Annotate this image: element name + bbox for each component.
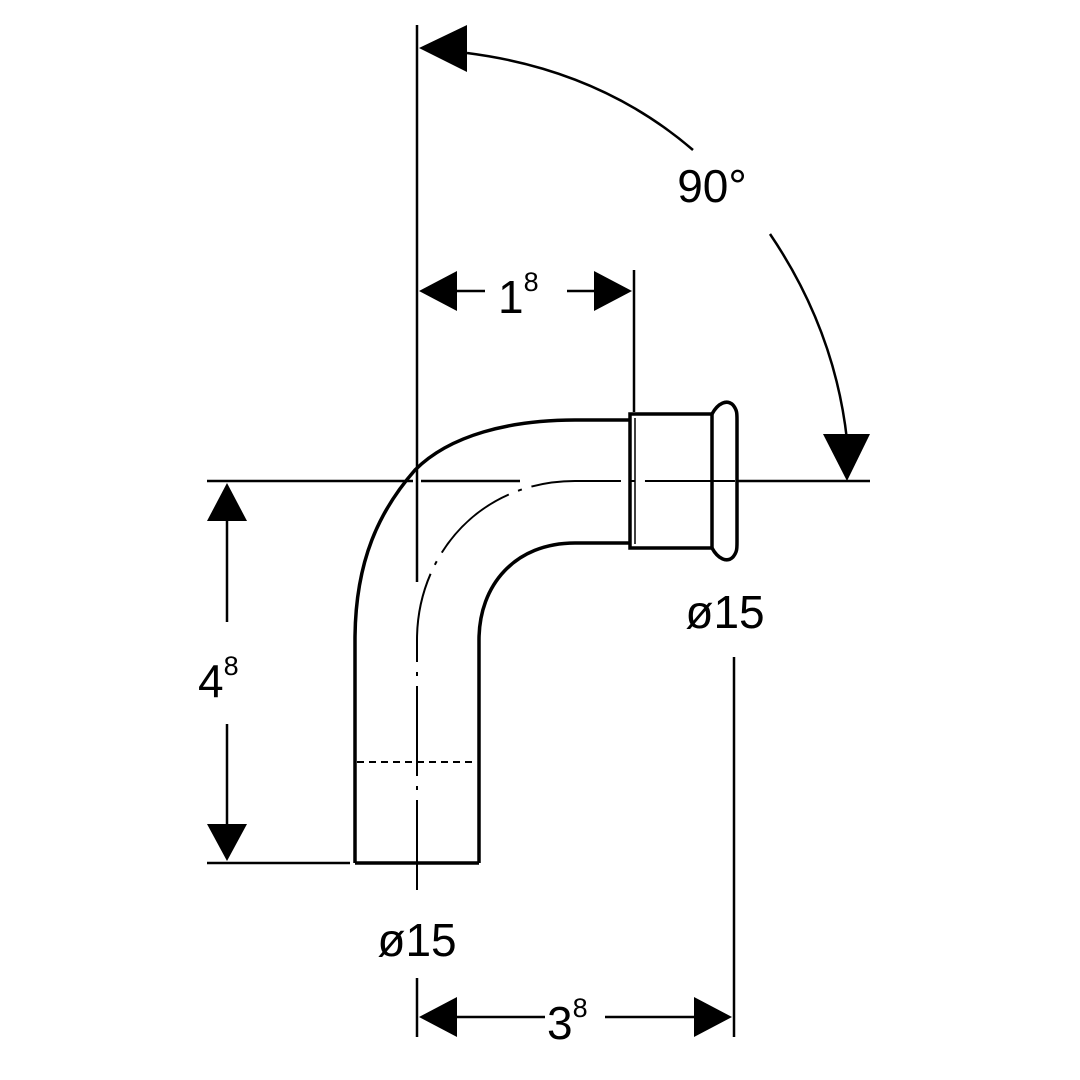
pipe-inner-wall (477, 541, 630, 863)
pipe-centerline (416, 480, 736, 890)
top-length-main: 1 (498, 271, 524, 323)
bottom-length-arrow-left (419, 997, 457, 1037)
press-fitting-bead (710, 400, 739, 562)
bottom-length-superscript: 8 (573, 993, 588, 1023)
height-arrow-up (207, 483, 247, 521)
angle-dimension: 90° (419, 25, 870, 481)
bottom-length-arrow-right (694, 997, 732, 1037)
angle-arrow-left (419, 25, 467, 72)
height-dimension: 48 (198, 483, 247, 861)
top-length-arrow-left (419, 271, 457, 311)
right-diameter-label: ø15 (685, 586, 764, 638)
bottom-length-main: 3 (547, 997, 573, 1049)
bottom-length-dimension: 38 (415, 657, 736, 1049)
bottom-length-label: 38 (547, 993, 588, 1049)
angle-arc-lower (768, 233, 849, 441)
height-arrow-down (207, 824, 247, 861)
top-length-dimension: 18 (419, 267, 636, 412)
top-length-arrow-right (594, 271, 632, 311)
top-length-superscript: 8 (524, 267, 539, 297)
bottom-diameter-label: ø15 (377, 914, 456, 966)
height-main: 4 (198, 655, 224, 707)
top-length-label: 18 (498, 267, 539, 323)
angle-label: 90° (677, 160, 747, 212)
angle-arc-upper (466, 51, 694, 151)
height-superscript: 8 (224, 651, 239, 681)
pipe-elbow (353, 400, 739, 865)
pipe-outer-wall (353, 418, 630, 863)
angle-arrow-down (823, 434, 870, 481)
height-label: 48 (198, 651, 239, 707)
